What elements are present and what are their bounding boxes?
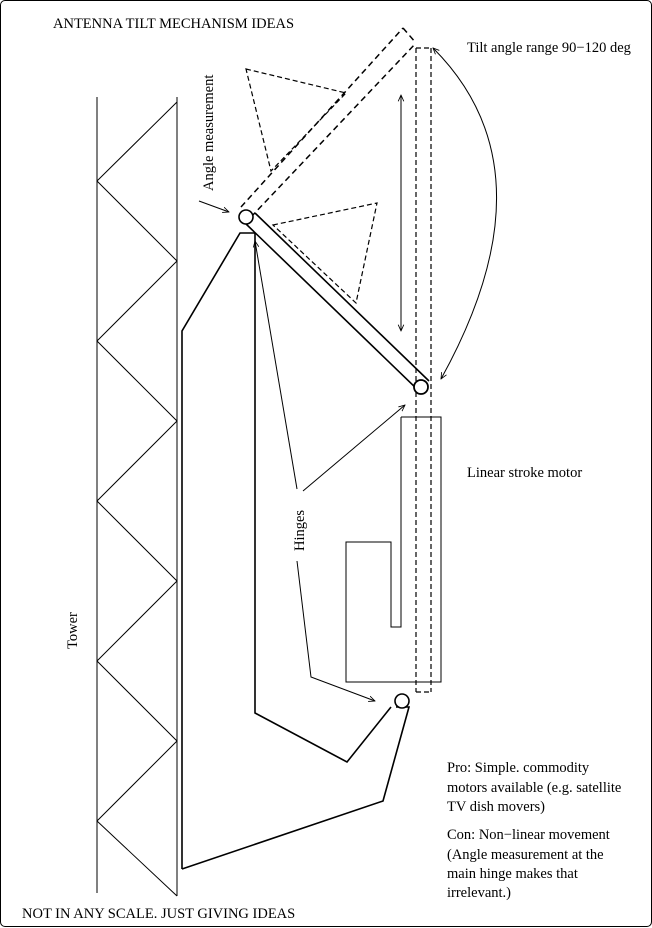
tower-lattice — [96, 101, 178, 897]
con-line: Con: Non−linear movement — [447, 827, 610, 843]
diagram-title: ANTENNA TILT MECHANISM IDEAS — [53, 16, 294, 32]
angle-measurement-arrow — [198, 200, 229, 212]
antenna-lowered-triangle — [271, 202, 378, 305]
motor-extended-position — [415, 47, 432, 693]
con-line: (Angle measurement at the — [447, 847, 604, 863]
bracket-lower-arm — [181, 706, 411, 870]
antenna-raised-position — [240, 27, 417, 218]
hinges-label: Hinges — [292, 510, 308, 551]
boom-edge-upper — [254, 212, 430, 382]
bracket-upper-arm — [181, 232, 255, 869]
motor-body — [345, 416, 442, 683]
hinges-arrow-base — [296, 560, 375, 701]
pro-line: motors available (e.g. satellite — [447, 780, 621, 796]
antenna-boom — [244, 202, 430, 392]
pro-line: TV dish movers) — [447, 799, 545, 815]
angle-measurement-label: Angle measurement — [201, 75, 217, 191]
boom-edge-lower — [244, 222, 420, 392]
pro-notes: Pro: Simple. commodity motors available … — [447, 760, 621, 815]
tower — [96, 97, 178, 897]
linear-motor-label: Linear stroke motor — [467, 465, 582, 481]
pro-line: Pro: Simple. commodity — [447, 760, 590, 776]
linear-stroke-motor — [345, 416, 442, 683]
antenna-raised-triangle — [245, 68, 348, 173]
hinges-arrow-boom — [302, 405, 405, 492]
boom-motor-hinge-icon — [413, 379, 429, 395]
con-line: main hinge makes that — [447, 866, 578, 882]
motor-bracket — [254, 233, 392, 764]
antenna-raised-edge-bottom — [250, 42, 417, 218]
motor-base-hinge-icon — [394, 693, 410, 709]
main-hinge-icon — [238, 209, 254, 225]
con-notes: Con: Non−linear movement (Angle measurem… — [447, 827, 610, 901]
antenna-raised-end — [402, 27, 417, 44]
hinges-arrow-main — [255, 241, 298, 490]
tilt-range-label: Tilt angle range 90−120 deg — [467, 40, 631, 56]
tower-label: Tower — [65, 612, 81, 649]
footer-note: NOT IN ANY SCALE. JUST GIVING IDEAS — [22, 906, 295, 922]
con-line: irrelevant.) — [447, 885, 511, 901]
tilt-range-arc — [433, 48, 497, 379]
